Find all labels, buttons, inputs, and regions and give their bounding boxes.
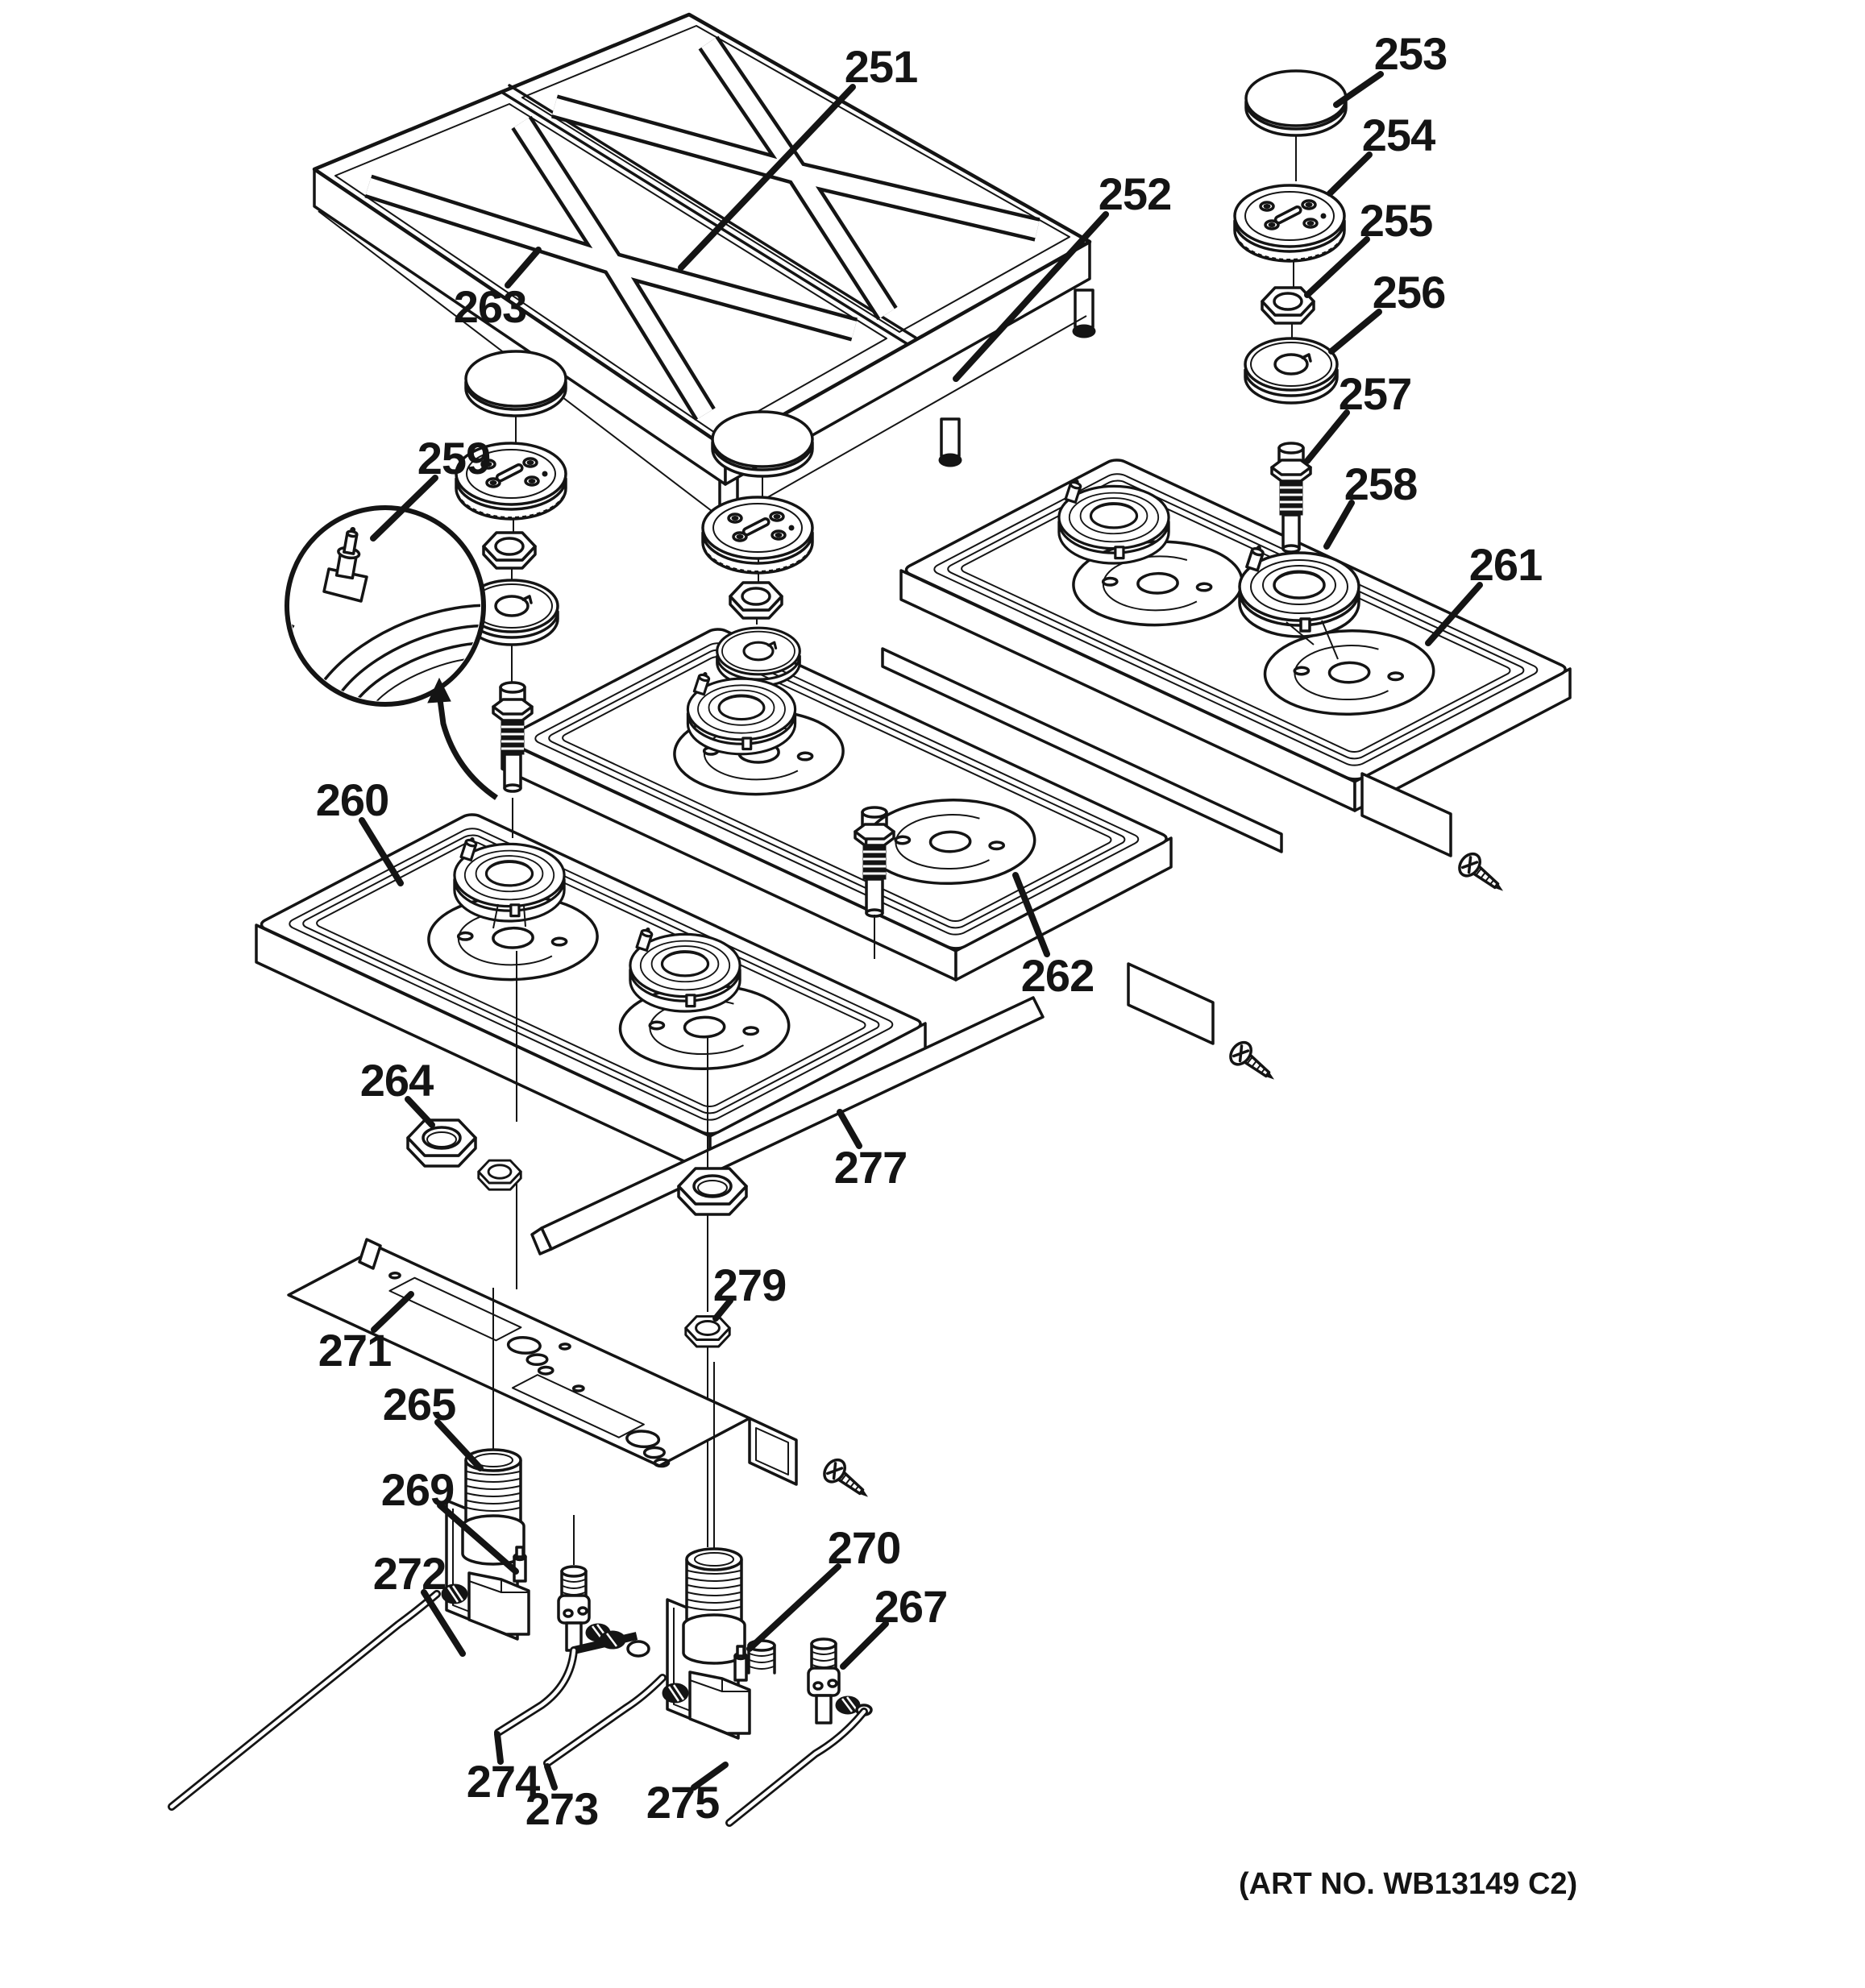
part-label-261-maintop-panel-right: 261 — [1469, 539, 1542, 590]
part-label-274-gas-tube-a: 274 — [467, 1756, 540, 1807]
burner-ring-256 — [1244, 337, 1339, 405]
leader-258 — [1323, 500, 1355, 550]
leader-255 — [1304, 236, 1370, 298]
detail-arrow — [437, 699, 498, 800]
part-label-269-valve-pin: 269 — [381, 1464, 454, 1515]
burner-stack-a — [453, 350, 567, 929]
grate-x-left — [364, 115, 858, 421]
leader-256 — [1328, 309, 1382, 355]
part-label-271-manifold-bracket: 271 — [318, 1325, 391, 1376]
screw-panel-262 — [1224, 1036, 1282, 1090]
lock-nut-big-b — [677, 1167, 748, 1216]
leader-271 — [371, 1291, 414, 1333]
part-label-265-gas-valve-left: 265 — [383, 1379, 455, 1430]
part-label-270-valve-orifice: 270 — [828, 1522, 900, 1573]
leader-254 — [1327, 151, 1373, 197]
leader-272 — [421, 1589, 466, 1657]
part-label-279-hex-nut-small: 279 — [713, 1260, 786, 1310]
leader-273 — [544, 1763, 558, 1791]
part-label-260-maintop-panel-left: 260 — [316, 774, 388, 825]
leader-269 — [437, 1502, 519, 1575]
igniter-detail-circle — [285, 505, 498, 800]
igniter-electrode — [334, 527, 361, 580]
trim-strip-277 — [530, 996, 1045, 1255]
art-number: (ART NO. WB13149 C2) — [1239, 1867, 1577, 1901]
part-label-275-gas-tube-c: 275 — [646, 1777, 719, 1828]
leader-279 — [712, 1297, 733, 1322]
leader-267 — [840, 1621, 889, 1670]
tube-274 — [494, 1646, 578, 1737]
maintop-panel-262 — [502, 627, 1282, 1090]
leader-252 — [953, 211, 1109, 382]
burner-stack-b — [686, 410, 814, 756]
leader-253 — [1333, 71, 1384, 108]
burner-nut-b — [729, 581, 783, 620]
leader-265 — [434, 1419, 484, 1471]
burner-stack-labeled — [1233, 69, 1360, 660]
lock-nut-big-264 — [406, 1119, 477, 1168]
grate-x-right — [551, 35, 1040, 321]
maintop-panel-261 — [901, 458, 1570, 902]
part-label-251-burner-grate: 251 — [845, 41, 917, 92]
burner-grate-assembly — [312, 12, 1096, 527]
part-label-253-burner-cap: 253 — [1374, 28, 1447, 79]
part-label-252-grate-burner-box: 252 — [1099, 168, 1171, 219]
labels-layer: 251 252 263 253 254 255 256 257 258 261 259 260 262 2… — [316, 28, 1543, 1834]
lock-nut-small-264 — [477, 1159, 522, 1191]
grate-top — [312, 12, 1092, 450]
leader-264 — [405, 1096, 435, 1128]
burner-nut-a — [482, 531, 537, 570]
burner-cap-b — [711, 410, 814, 478]
screw-bracket-271 — [818, 1454, 876, 1508]
part-label-257-orifice-holder: 257 — [1339, 368, 1411, 419]
gas-tubes — [168, 1590, 868, 1827]
panel-262-bracket — [1127, 962, 1215, 1045]
screw-panel-261 — [1453, 848, 1511, 902]
panel-support-rail — [881, 647, 1283, 853]
column-guides — [516, 951, 708, 1547]
part-label-267-elbow-fitting: 267 — [874, 1581, 947, 1632]
leader-277 — [837, 1109, 862, 1149]
leader-263 — [505, 247, 542, 288]
detail-arrow-head — [427, 677, 451, 703]
part-label-256-burner-ring: 256 — [1373, 267, 1445, 317]
grate-half-left-border — [334, 103, 887, 435]
part-label-264-lock-nut-pair: 264 — [360, 1055, 434, 1106]
part-label-277-trim-strip: 277 — [834, 1142, 907, 1193]
part-label-272-gas-tube-long: 272 — [373, 1548, 446, 1599]
part-label-258-burner-base: 258 — [1344, 459, 1417, 509]
leader-251 — [678, 84, 856, 271]
part-label-254-burner-head: 254 — [1362, 110, 1435, 160]
valve-guides — [492, 1288, 715, 1565]
grate-divider — [500, 84, 917, 346]
leader-259 — [370, 475, 438, 542]
part-label-273-gas-tube-b: 273 — [525, 1783, 598, 1834]
leader-257 — [1304, 409, 1350, 464]
grate-half-right-border — [521, 25, 1070, 333]
part-label-263-grate-foot: 263 — [454, 281, 526, 332]
leader-261 — [1425, 582, 1483, 646]
leader-260 — [359, 817, 404, 886]
leader-275 — [691, 1762, 729, 1791]
hex-nut-279 — [684, 1315, 731, 1348]
inter-valve-fittings — [572, 1630, 650, 1658]
leader-270 — [746, 1563, 841, 1652]
part-label-255-burner-nut: 255 — [1360, 195, 1432, 246]
leader-262 — [1012, 872, 1050, 957]
part-label-259-igniter-detail: 259 — [417, 433, 490, 484]
burner-head-254 — [1233, 184, 1346, 263]
part-label-262-maintop-panel-center: 262 — [1021, 950, 1094, 1001]
burner-cap-253 — [1244, 69, 1348, 137]
burner-cap-a — [464, 350, 567, 417]
leader-274 — [494, 1731, 504, 1765]
panel-261-bracket — [1360, 772, 1452, 857]
gas-valve-2 — [661, 1547, 751, 1740]
